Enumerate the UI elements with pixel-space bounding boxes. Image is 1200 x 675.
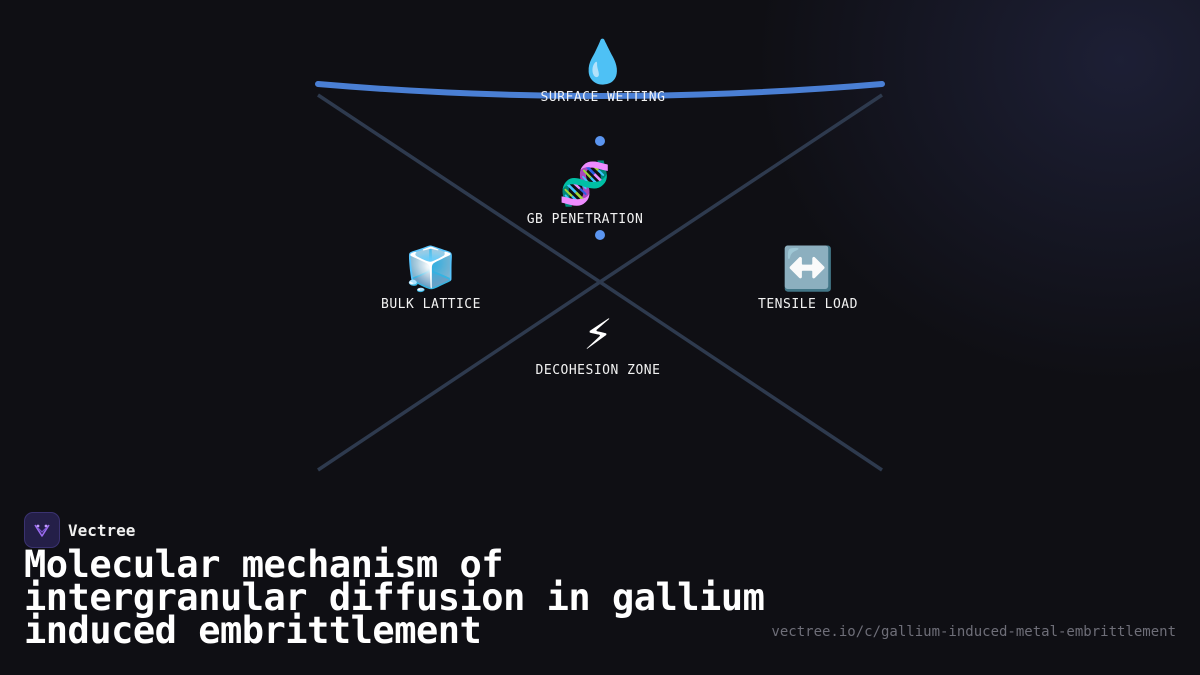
grain-boundary-right-lower xyxy=(599,280,883,472)
connector-dot-lower xyxy=(595,230,605,240)
node-label: DECOHESION ZONE xyxy=(535,363,661,378)
lightning-icon: ⚡ xyxy=(583,310,613,359)
node-gb-penetration: 🧬 GB PENETRATION xyxy=(485,159,685,228)
wetting-surface-line xyxy=(315,81,885,99)
dna-icon: 🧬 xyxy=(558,159,612,208)
left-right-arrow-icon: ↔️ xyxy=(781,244,835,293)
brand-logo-icon xyxy=(24,512,60,548)
brand-name: Vectree xyxy=(68,520,136,540)
grain-boundary-left-lower xyxy=(317,280,601,472)
grain-boundary-right-upper xyxy=(599,93,883,284)
page-title: Molecular mechanism of intergranular dif… xyxy=(24,543,765,652)
node-tensile-load: ↔️ TENSILE LOAD xyxy=(708,244,908,313)
node-label: TENSILE LOAD xyxy=(758,297,858,312)
source-url[interactable]: vectree.io/c/gallium-induced-metal-embri… xyxy=(771,624,1176,640)
node-label: GB PENETRATION xyxy=(526,212,644,227)
ice-cube-icon: 🧊 xyxy=(404,244,458,293)
node-surface-wetting: 💧 SURFACE WETTING xyxy=(503,37,703,106)
brand: Vectree xyxy=(24,512,135,548)
node-label: BULK LATTICE xyxy=(381,297,481,312)
node-decohesion-zone: ⚡ DECOHESION ZONE xyxy=(498,310,698,379)
droplet-icon: 💧 xyxy=(576,37,630,86)
node-bulk-lattice: 🧊 BULK LATTICE xyxy=(331,244,531,313)
grain-boundary-left-upper xyxy=(317,93,601,284)
connector-dot-upper xyxy=(595,136,605,146)
node-label: SURFACE WETTING xyxy=(540,90,666,105)
